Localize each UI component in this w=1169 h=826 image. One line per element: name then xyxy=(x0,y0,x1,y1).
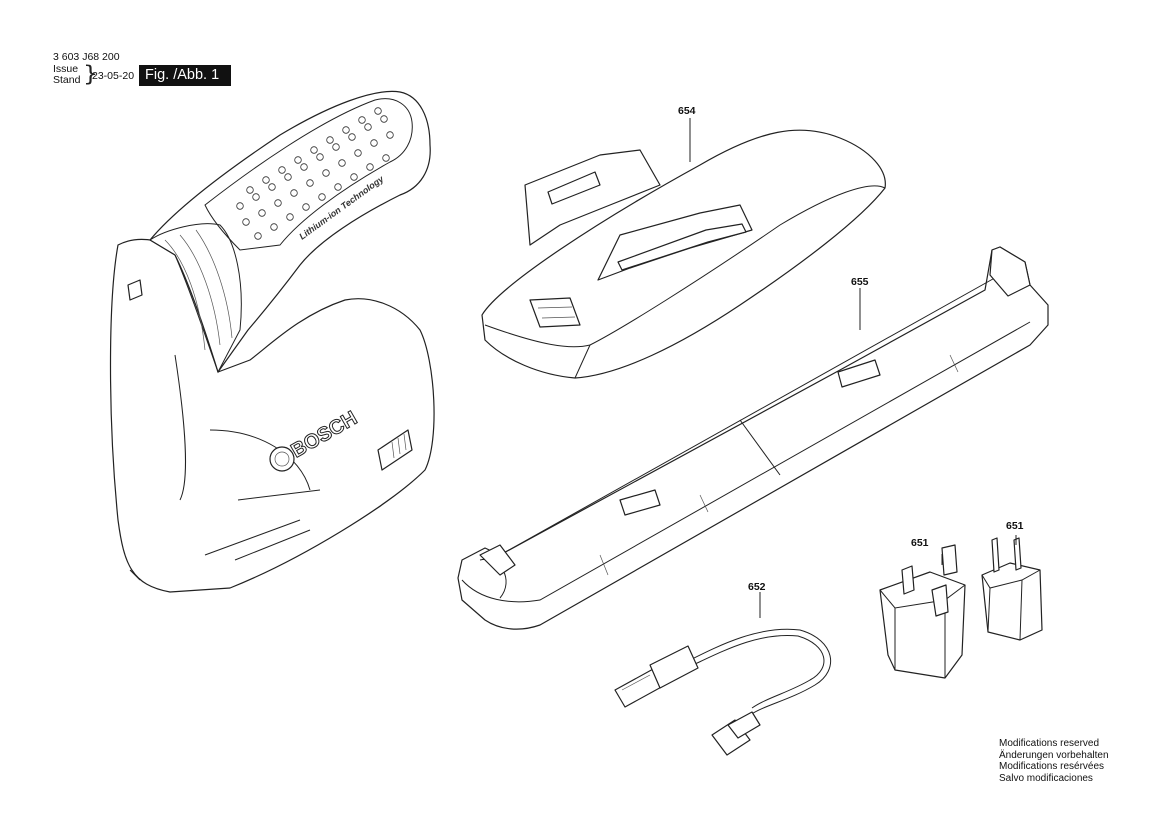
issue-stand-labels: Issue Stand xyxy=(53,64,80,86)
note-line: Änderungen vorbehalten xyxy=(999,749,1109,761)
charger-uk-651 xyxy=(879,544,966,679)
lid-clip-left xyxy=(524,149,661,246)
case-lid xyxy=(481,129,886,379)
part-label-655: 655 xyxy=(851,276,869,288)
issue-label: Issue xyxy=(53,63,79,75)
case-base-655 xyxy=(457,246,1049,630)
charger-eu xyxy=(981,562,1043,641)
brace-glyph: } xyxy=(83,61,99,87)
charger-eu-651 xyxy=(981,537,1043,641)
note-line: Modifications reserved xyxy=(999,738,1100,749)
stand-label: Stand xyxy=(53,74,81,86)
note-line: Modifications resérvées xyxy=(999,761,1105,772)
brand-emblem xyxy=(269,446,295,472)
case-lid-654 xyxy=(481,129,886,379)
modification-notes: Modifications reserved Änderungen vorbeh… xyxy=(999,738,1109,784)
stapler-front-cap xyxy=(149,223,242,374)
stapler-tool: BOSCH Lithium-ion Technology xyxy=(109,90,435,593)
stapler-handle xyxy=(149,90,431,373)
note-line: Salvo modificaciones xyxy=(999,772,1093,784)
grip-dots xyxy=(236,107,394,240)
part-label-654: 654 xyxy=(678,105,696,117)
part-label-652: 652 xyxy=(748,581,766,593)
handle-grip-outline xyxy=(204,98,413,251)
document-number: 3 603 J68 200 xyxy=(53,51,120,63)
part-label-651-eu: 651 xyxy=(1006,520,1024,532)
document-number-text: 3 603 J68 200 xyxy=(53,51,120,63)
part-label-651-uk: 651 xyxy=(911,537,929,549)
issue-date: 23-05-20 xyxy=(92,70,135,82)
battery-indicator xyxy=(377,429,413,471)
charger-uk xyxy=(879,571,966,679)
usb-cable-652 xyxy=(614,628,832,756)
stapler-side-indicator xyxy=(127,279,143,301)
cable-loop xyxy=(689,628,832,716)
figure-label: Fig. /Abb. 1 xyxy=(139,65,231,86)
